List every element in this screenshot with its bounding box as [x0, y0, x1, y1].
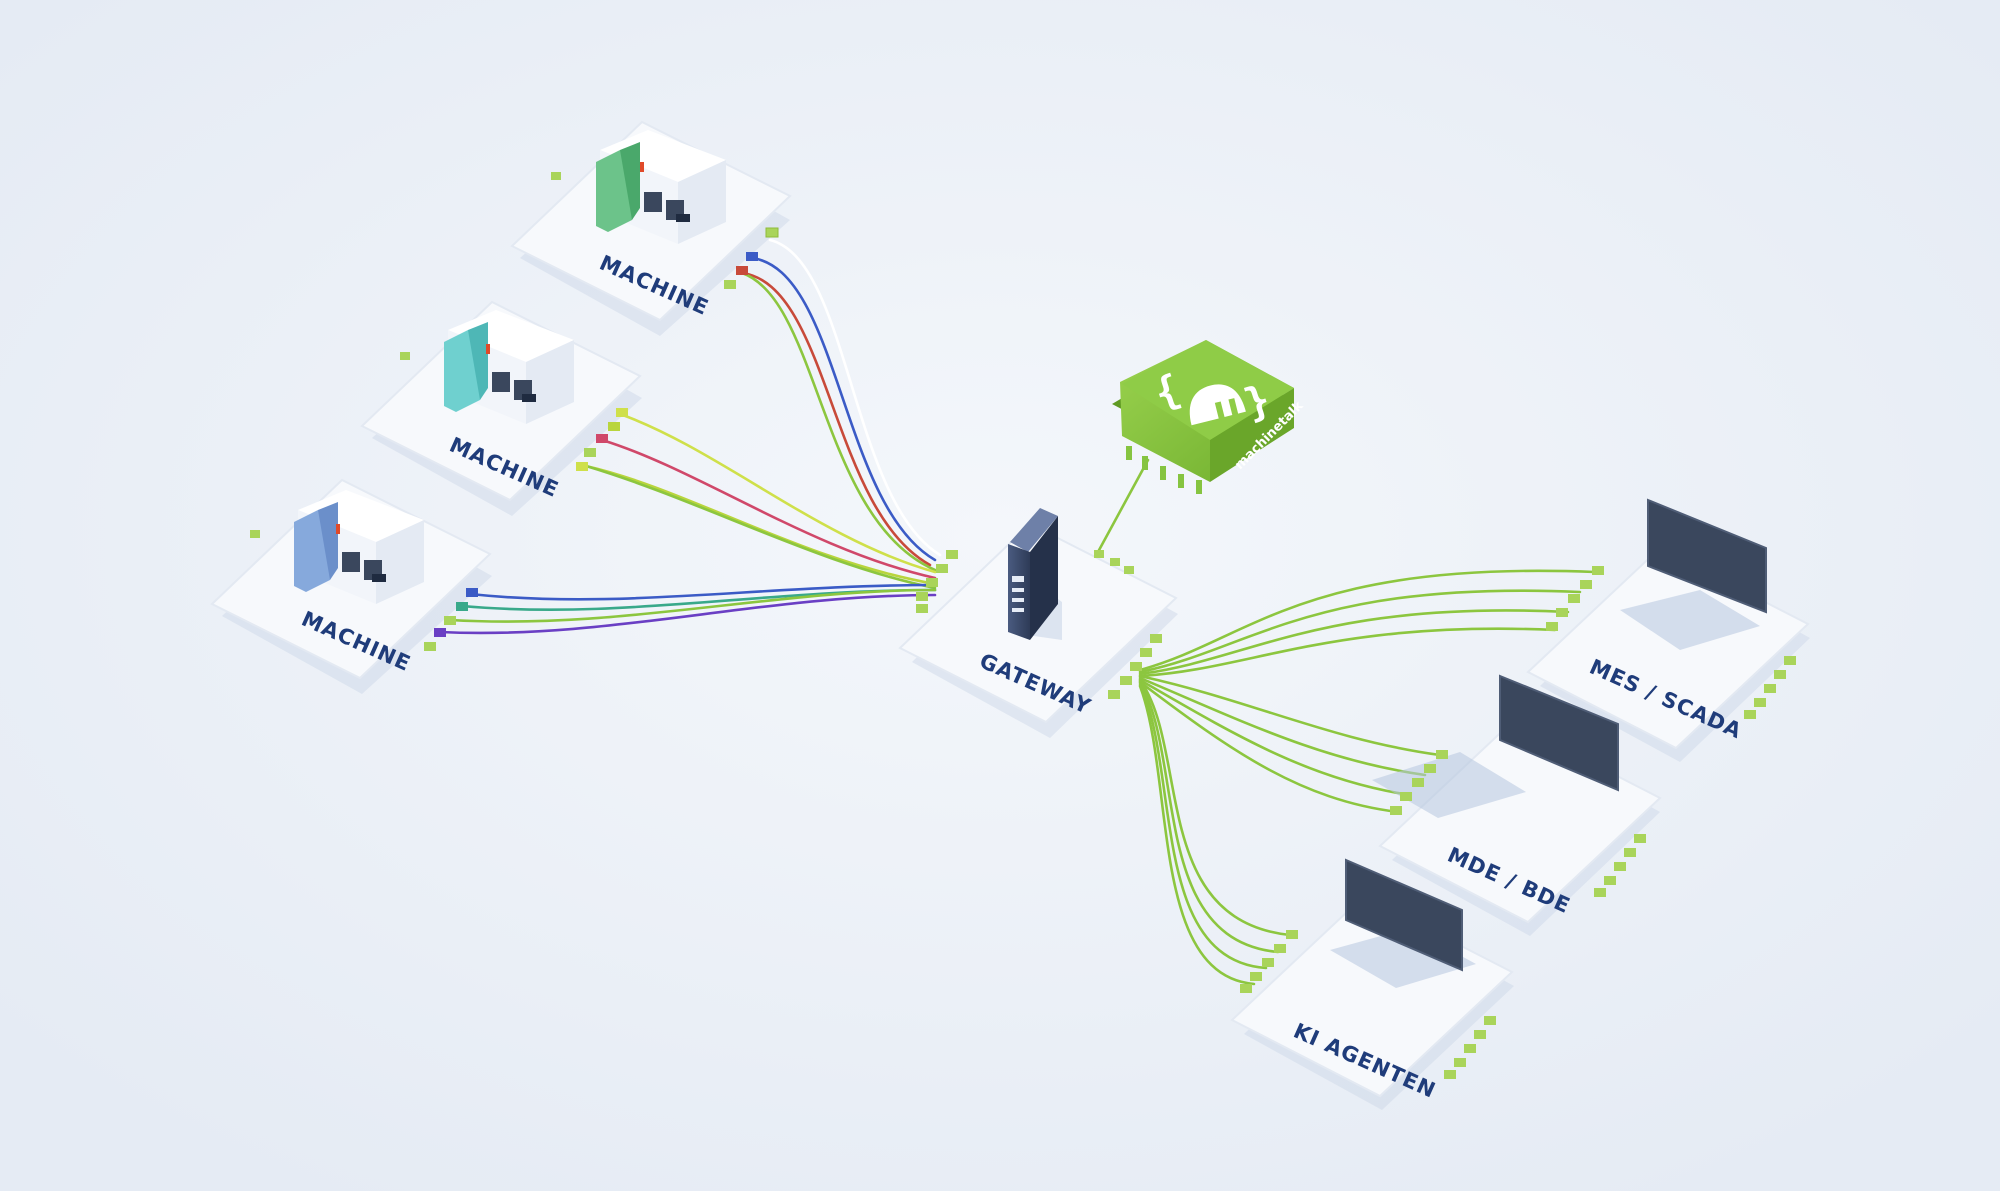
wire-m2-lime — [584, 464, 937, 586]
port — [765, 227, 779, 238]
ports-in — [1240, 930, 1298, 993]
port — [736, 266, 748, 275]
gateway-device-icon — [1008, 508, 1062, 640]
wire-mes-1 — [1138, 569, 1597, 672]
ports-out — [1744, 656, 1796, 719]
wire-m1-white — [768, 238, 942, 557]
port — [434, 628, 446, 637]
wire-m3-violet — [438, 593, 937, 635]
wire-m1-red — [740, 271, 932, 567]
machine-node-3[interactable]: MACHINE — [210, 478, 492, 694]
wire-m2-pink — [600, 438, 937, 580]
machine-icon — [444, 310, 574, 424]
mes-scada-screen — [1647, 498, 1767, 614]
machine-node-1[interactable]: MACHINE — [510, 120, 792, 336]
wire-ki-1 — [1138, 678, 1292, 937]
port-in — [250, 530, 260, 538]
port — [616, 408, 628, 417]
gateway-ports-out — [1094, 550, 1162, 699]
ports-in — [1390, 750, 1448, 815]
ports-in — [1546, 566, 1604, 631]
wire-gateway-chip — [1096, 458, 1150, 554]
port — [746, 252, 758, 261]
wire-m1-blue — [750, 256, 937, 562]
wire-mde-1 — [1138, 674, 1442, 757]
port — [466, 588, 478, 597]
wire-ki-4 — [1138, 684, 1256, 986]
wire-ki-2 — [1138, 680, 1280, 954]
ports-out — [1444, 1016, 1496, 1079]
wire-mes-4 — [1138, 627, 1557, 678]
wire-m2-yellow — [618, 412, 937, 574]
mde-bde-node[interactable]: MDE / BDE — [1372, 674, 1662, 936]
port — [584, 448, 596, 457]
port — [444, 616, 456, 625]
port-in — [551, 172, 561, 180]
mde-bde-screen — [1499, 674, 1619, 792]
port — [724, 280, 736, 289]
wire-mde-2 — [1138, 676, 1427, 777]
ki-agenten-screen — [1345, 858, 1463, 972]
wire-m3-blue — [468, 583, 937, 601]
chip-pins — [1126, 446, 1202, 494]
wire-m1-green — [740, 271, 937, 572]
screen-shadow — [1372, 752, 1526, 818]
wire-ki-3 — [1138, 682, 1268, 970]
port — [608, 422, 620, 431]
machine-icon — [596, 130, 726, 244]
screen-shadow — [1620, 590, 1760, 650]
wire-mde-3 — [1138, 678, 1412, 797]
wire-mes-3 — [1138, 609, 1570, 676]
wire-m2-green — [584, 464, 937, 590]
machine-icon — [294, 490, 424, 604]
port — [456, 602, 468, 611]
wire-mde-4 — [1138, 680, 1400, 814]
wire-mes-2 — [1138, 589, 1582, 674]
connection-wires — [438, 238, 1597, 986]
ki-agenten-node[interactable]: KI AGENTEN — [1230, 858, 1514, 1110]
gateway-node[interactable]: GATEWAY — [898, 508, 1178, 738]
port — [596, 434, 608, 443]
ports-out — [1594, 834, 1646, 897]
gateway-ports-in — [916, 550, 958, 613]
port-in — [400, 352, 410, 360]
machinetalk-chip[interactable]: { } machinetalk — [1112, 340, 1307, 494]
port — [576, 462, 588, 471]
wire-m3-green — [448, 588, 937, 623]
port — [424, 642, 436, 651]
screen-shadow — [1330, 928, 1476, 988]
